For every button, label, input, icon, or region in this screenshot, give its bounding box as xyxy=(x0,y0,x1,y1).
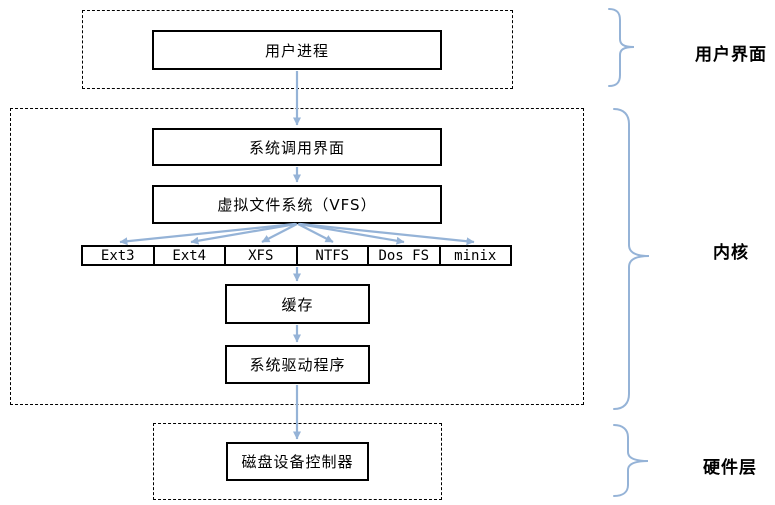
node-cache-label: 缓存 xyxy=(281,295,314,314)
fs-cell-ext3: Ext3 xyxy=(83,247,155,264)
fs-cell-ntfs: NTFS xyxy=(298,247,369,264)
node-syscall-interface: 系统调用界面 xyxy=(152,128,442,166)
fs-label-xfs: XFS xyxy=(248,247,274,264)
node-syscall-interface-label: 系统调用界面 xyxy=(248,138,345,157)
user-layer-label: 用户界面 xyxy=(695,45,767,65)
filesystems-row: Ext3 Ext4 XFS NTFS Dos FS minix xyxy=(81,245,512,266)
node-user-process-label: 用户进程 xyxy=(264,41,329,60)
fs-label-ext3: Ext3 xyxy=(100,247,135,264)
brace-kernel-layer xyxy=(613,108,650,410)
fs-label-ntfs: NTFS xyxy=(315,247,350,264)
node-vfs-label: 虚拟文件系统（VFS） xyxy=(217,196,377,214)
node-vfs: 虚拟文件系统（VFS） xyxy=(152,185,442,224)
node-disk-controller-label: 磁盘设备控制器 xyxy=(241,453,354,471)
node-disk-controller: 磁盘设备控制器 xyxy=(226,442,369,481)
fs-label-minix: minix xyxy=(454,247,497,264)
fs-cell-ext4: Ext4 xyxy=(155,247,226,264)
kernel-layer-label: 内核 xyxy=(713,243,749,263)
brace-user-layer xyxy=(608,8,635,87)
node-driver: 系统驱动程序 xyxy=(225,345,370,384)
fs-cell-dosfs: Dos FS xyxy=(369,247,441,264)
fs-cell-minix: minix xyxy=(441,247,511,264)
node-user-process: 用户进程 xyxy=(152,30,442,70)
node-driver-label: 系统驱动程序 xyxy=(249,356,346,374)
fs-label-ext4: Ext4 xyxy=(172,247,207,264)
brace-hardware-layer xyxy=(613,424,649,497)
fs-label-dosfs: Dos FS xyxy=(378,247,430,264)
fs-cell-xfs: XFS xyxy=(226,247,298,264)
node-cache: 缓存 xyxy=(225,284,370,324)
hardware-layer-label: 硬件层 xyxy=(703,458,757,478)
